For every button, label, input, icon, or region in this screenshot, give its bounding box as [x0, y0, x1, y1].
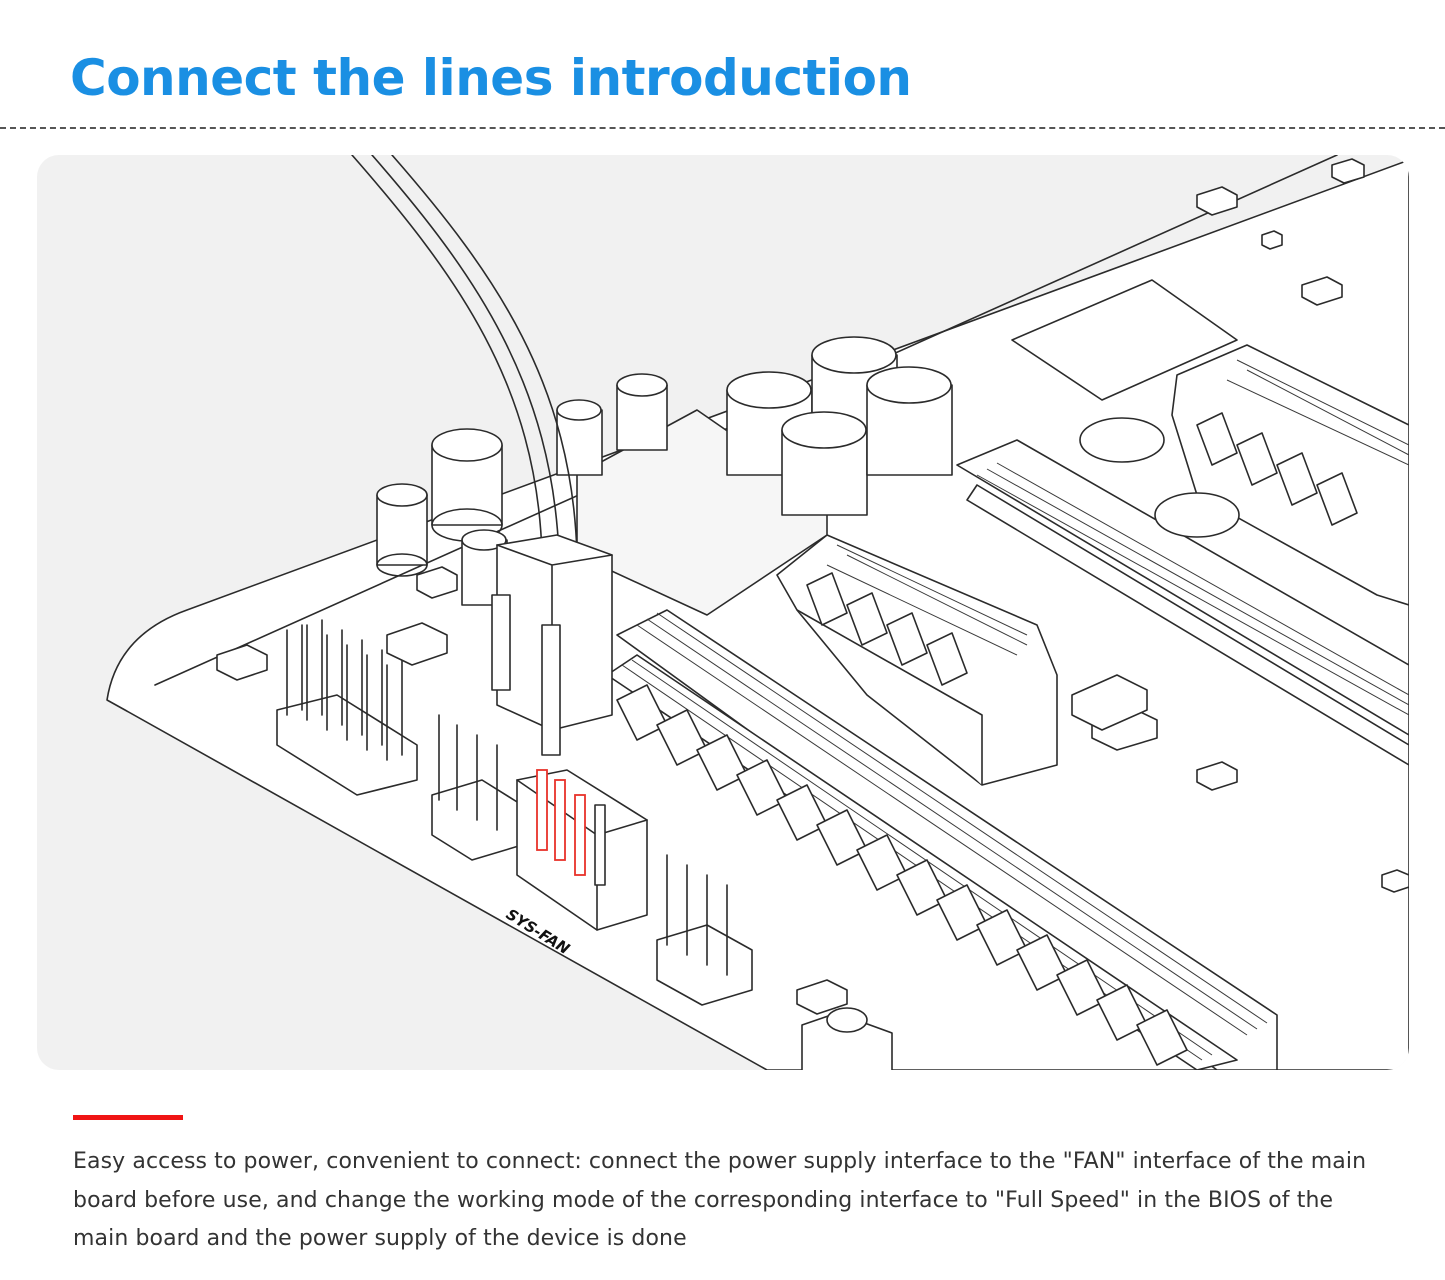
accent-bar [73, 1115, 183, 1120]
capacitors [376, 336, 1240, 606]
dashed-divider [0, 127, 1445, 129]
plug-pin-a [491, 594, 511, 691]
description-text: Easy access to power, convenient to conn… [73, 1149, 1367, 1251]
small-components [216, 158, 1409, 1070]
latch-row-front [616, 684, 1188, 1066]
pin-header-left [276, 619, 418, 796]
motherboard-drawing: SYS-FAN [106, 155, 1409, 1070]
expansion-slot-right [1171, 344, 1409, 606]
motherboard-illustration: SYS-FAN [37, 155, 1409, 1070]
fan-cable [351, 155, 578, 556]
chip-block [1011, 279, 1238, 401]
memory-slot-rear [956, 439, 1409, 766]
page-title: Connect the lines introduction [70, 49, 912, 107]
capacitor-top-a [1079, 417, 1165, 463]
plug-pin-b [541, 624, 561, 756]
pin-header-right [656, 854, 753, 1006]
capacitor-top-b [1154, 492, 1240, 538]
pin-header-mid [431, 714, 523, 861]
expansion-slot-mid [776, 534, 1058, 786]
